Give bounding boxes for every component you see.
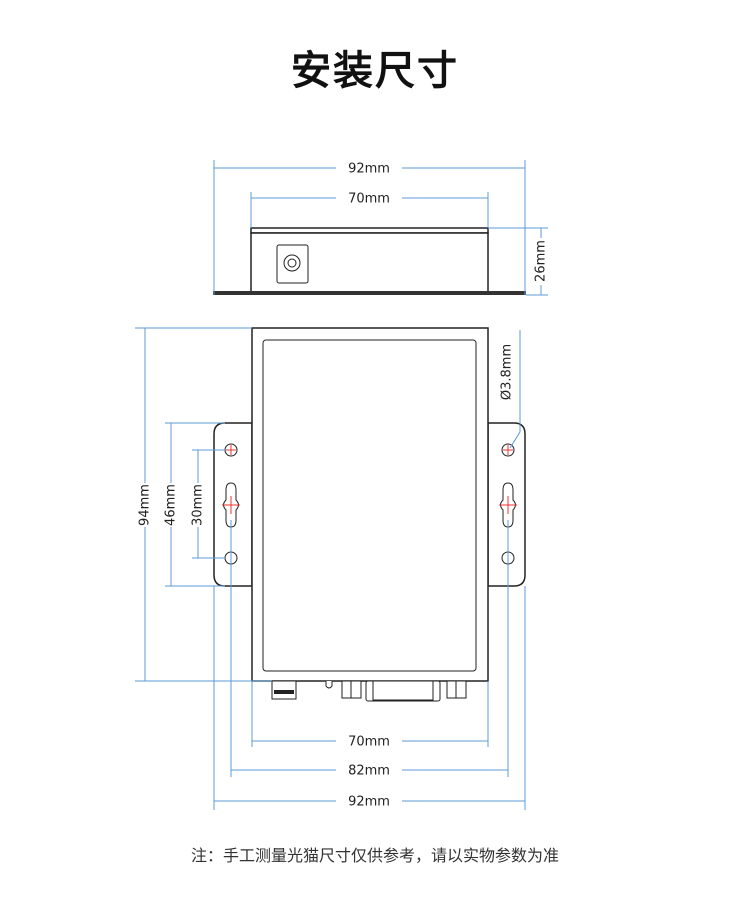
dim-94: 94mm [138,484,153,526]
top-view: 92mm 70mm 26mm [213,160,549,296]
bottom-connectors [271,680,467,702]
left-holes [222,443,240,565]
dim-bottom-92: 92mm [348,795,390,810]
disclaimer-note: 注：手工测量光猫尺寸仅供参考，请以实物参数为准 [190,846,559,865]
front-view: 94mm 46mm 30mm Ø3.8mm 70mm 82mm 92mm [135,327,526,810]
dim-bottom-70: 70mm [348,735,390,750]
dim-bottom-82: 82mm [348,764,390,779]
page-title: 安装尺寸 [291,48,459,94]
base-plate [213,291,526,295]
dim-top-70: 70mm [348,192,390,207]
dim-top-26: 26mm [534,240,549,282]
dim-top-92: 92mm [348,162,390,177]
power-jack-pin [287,258,297,268]
dim-hole-diameter: Ø3.8mm [500,344,515,400]
led [325,681,333,689]
device-panel [262,339,477,672]
dim-30: 30mm [191,484,206,526]
right-holes [499,443,517,565]
dim-46: 46mm [164,484,179,526]
